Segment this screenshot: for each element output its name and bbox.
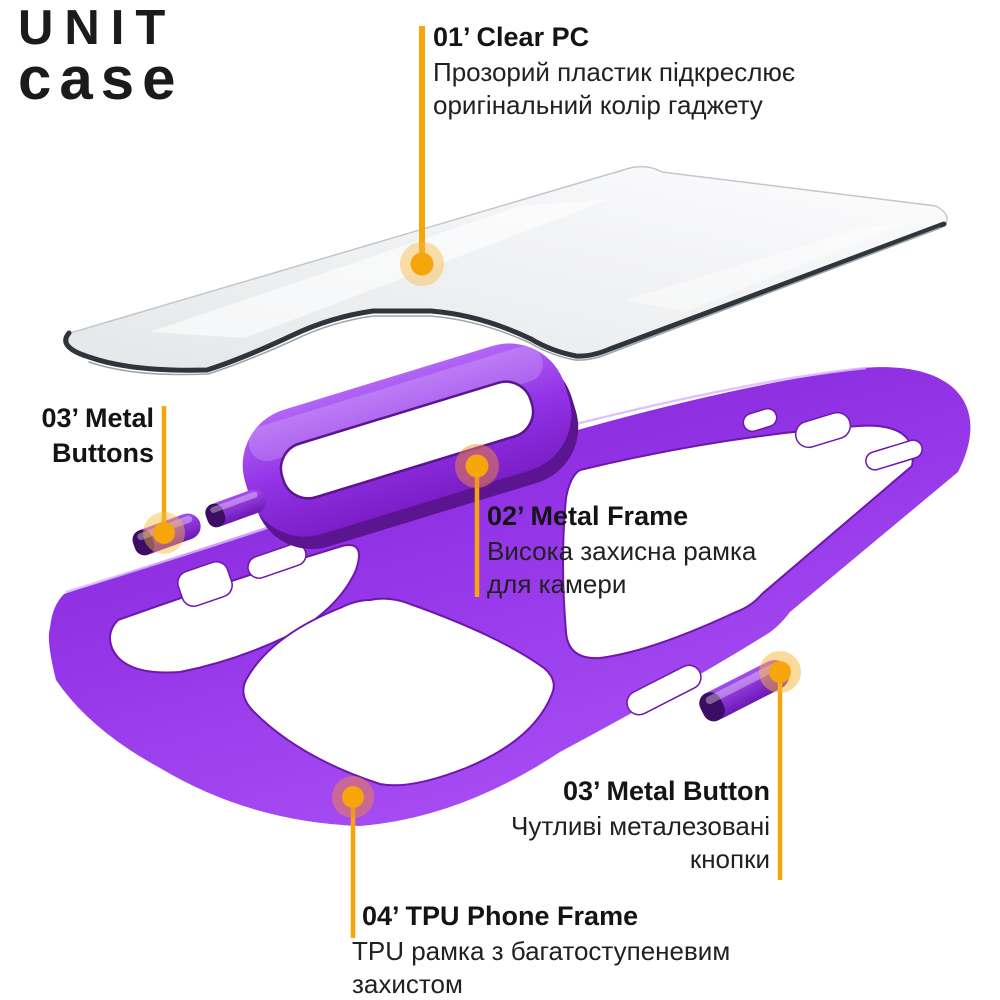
clear-pc-panel-face [64,165,948,372]
dot-metal-buttons [143,512,185,554]
brand-word-unit: UNIT [18,1,177,55]
camera-metal-frame [242,343,579,550]
power-button-cutout [626,664,702,716]
mute-switch-cutout [177,561,233,607]
dot-tpu-frame [332,776,374,818]
clear-pc-panel-rim [63,221,947,373]
dot-metal-frame [455,444,499,488]
annotation-tpu-frame: 04’ TPU Phone Frame TPU рамка з багатост… [352,901,730,1000]
camera-ring-gloss [248,346,543,462]
annotation-metal-frame-line1: Висока захисна рамка [487,536,757,566]
top-cutout-2 [794,411,852,449]
annotation-clear-pc-heading: 01’ Clear PC [433,22,590,52]
annotation-metal-buttons-heading1: 03’ Metal [41,403,154,433]
annotation-metal-frame: 02’ Metal Frame Висока захисна рамка для… [487,501,756,601]
annotation-tpu-frame-heading: 04’ TPU Phone Frame [362,901,639,931]
metal-button-small-1-cap [132,529,155,556]
annotation-tpu-frame-line2: захистом [352,969,463,999]
annotation-metal-frame-heading: 02’ Metal Frame [487,501,689,531]
dot-clear-pc [400,242,444,286]
glass-sheen-2 [625,223,906,312]
annotation-metal-button-heading: 03’ Metal Button [562,776,770,806]
camera-cutout [242,597,555,787]
brand-logo: UNIT case [18,4,183,109]
top-cutout-1 [742,407,778,433]
dot-metal-button [759,651,801,693]
annotation-clear-pc-line2: оригінальний колір гаджету [433,90,763,120]
metal-button-small-2-cap [205,503,226,528]
glass-sheen [150,199,610,338]
camera-ring-inner [279,380,535,500]
clear-pc-panel [63,165,948,376]
annotation-metal-button-line1: Чутливі металезовані [511,811,770,841]
clear-pc-panel-rim-light [88,227,941,376]
metal-button-large-cap [699,692,725,722]
volume-cutout-1 [247,543,307,579]
annotation-clear-pc-line1: Прозорий пластик підкреслює [433,57,796,87]
annotation-metal-buttons: 03’ Metal Buttons [0,402,154,472]
annotation-metal-buttons-heading2: Buttons [52,438,154,468]
annotation-metal-button: 03’ Metal Button Чутливі металезовані кн… [420,776,770,876]
annotation-metal-frame-line2: для камери [487,569,627,599]
callout-dots [143,242,801,818]
top-cutout-3 [865,439,923,471]
tpu-case-frame [48,366,971,826]
brand-word-case: case [18,45,184,112]
callout-leaders [161,26,783,938]
annotation-metal-button-line2: кнопки [689,844,770,874]
annotation-clear-pc: 01’ Clear PC Прозорий пластик підкреслює… [433,22,795,122]
annotation-tpu-frame-line1: TPU рамка з багатоступеневим [352,936,731,966]
